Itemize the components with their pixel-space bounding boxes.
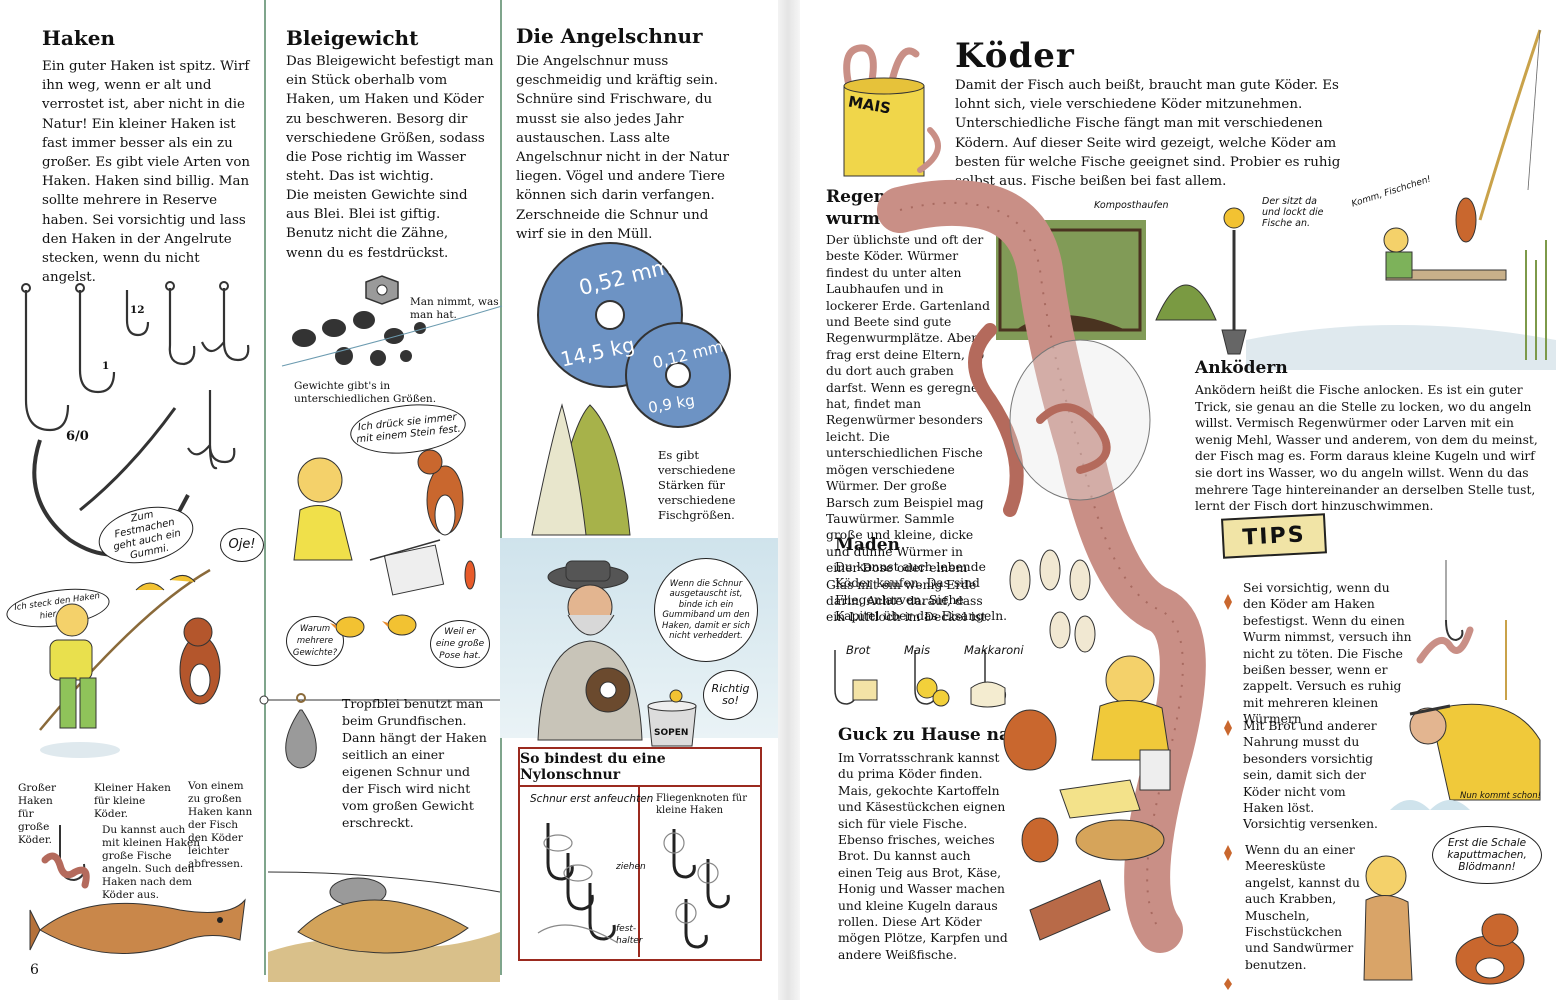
nun-label: Nun kommt schon! <box>1460 791 1542 801</box>
angelschnur-title: Die Angelschnur <box>516 24 703 48</box>
knot-box-divider <box>638 787 640 957</box>
bait-brot-label: Brot <box>846 643 871 657</box>
man-with-spool-illustration <box>537 560 643 741</box>
tip-1: Sei vorsichtig, wenn du den Köder am Hak… <box>1243 581 1412 727</box>
angelschnur-body: Die Angelschnur muss geschmeidig und krä… <box>516 54 730 242</box>
fisherman-leaning-illustration <box>1390 703 1541 810</box>
tip-2: Mit Brot und anderer Nahrung musst du be… <box>1243 719 1378 832</box>
hook-size-12: 12 <box>130 304 145 316</box>
guck-title: Guck zu Hause nach <box>838 725 1033 745</box>
tip-icons-column <box>1224 594 1232 990</box>
regenwurm-body: Der üblichste und oft der beste Köder. W… <box>826 233 990 625</box>
worm-can-illustration <box>843 44 941 177</box>
column-divider-2 <box>500 0 502 975</box>
pot-illustration <box>647 689 697 747</box>
pike-fish-illustration <box>29 898 246 954</box>
note-mutter: Man nimmt, was man hat. <box>410 296 499 321</box>
boy-with-weights-illustration <box>293 449 476 596</box>
note-staerken: Es gibt verschiedene Stärken für verschi… <box>658 448 736 522</box>
birds-illustration <box>330 614 417 638</box>
bleigewicht-title: Bleigewicht <box>286 26 419 50</box>
bubble-oje: Oje! <box>220 528 264 562</box>
knot-left-label: Schnur erst anfeuchten <box>530 793 654 805</box>
kitchen-scene-illustration <box>1003 655 1171 941</box>
bait-mais-label: Mais <box>904 643 931 657</box>
bubble-weil: Weil er eine große Pose hat. <box>430 620 490 668</box>
tips-sign: TIPS <box>1221 513 1327 559</box>
maggots-illustration <box>1009 549 1096 653</box>
guck-body: Im Vorratsschrank kannst du prima Köder … <box>838 751 1008 962</box>
maden-body: Du kannst auch lebende Köder kaufen. Das… <box>835 560 1008 624</box>
regenwurm-title: Regen-wurm <box>826 187 894 229</box>
column-divider-1 <box>264 0 266 975</box>
knot-title: So bindest du eine Nylonschnur <box>520 749 760 787</box>
bleigewicht-body-1: Das Bleigewicht befestigt man ein Stück … <box>286 54 494 185</box>
tip-3: Wenn du an einer Meeresküste angelst, ka… <box>1245 843 1360 972</box>
line-spools-illustration <box>531 242 731 536</box>
note-groessen: Gewichte gibt's in unterschiedlichen Grö… <box>294 380 437 405</box>
bubble-schale: Erst die Schale kaputtmachen, Blödmann! <box>1432 826 1542 884</box>
lead-weights-illustration <box>281 275 503 367</box>
worm-bait-hook-illustration <box>41 825 90 889</box>
hooks-illustration <box>21 281 250 557</box>
page-number: 6 <box>30 962 39 978</box>
kompost-label: Komposthaufen <box>1094 200 1169 211</box>
note-kannst: Du kannst auch mit kleinen Haken große F… <box>102 824 200 901</box>
fishing-rod-right-illustration <box>1478 29 1542 221</box>
flatfish-bottom-illustration <box>267 871 501 982</box>
maden-title: Maden <box>835 535 900 555</box>
knot-diagram-right <box>663 829 730 949</box>
hook-size-1: 1 <box>102 360 110 372</box>
boy-and-dog-seaside-illustration <box>1363 855 1525 985</box>
haken-title: Haken <box>42 26 115 50</box>
knot-ziehen-label: ziehen <box>616 862 646 872</box>
ankoedern-body: Anködern heißt die Fische anlocken. Es i… <box>1195 383 1538 514</box>
knot-diagram-left <box>537 823 619 944</box>
bubble-gummiband: Wenn die Schnur ausgetauscht ist, binde … <box>654 558 758 662</box>
boy-with-rod-illustration <box>39 568 221 758</box>
tropfblei-text: Tropfblei benutzt man beim Grundfischen.… <box>342 696 487 830</box>
note-gross: Großer Haken für große Köder. <box>18 782 56 846</box>
knot-fest-label: fest-halter <box>616 924 643 946</box>
book-gutter <box>778 0 800 1000</box>
bubble-richtig: Richtig so! <box>703 670 758 720</box>
knot-right-label: Fliegenknoten für kleine Haken <box>656 793 748 816</box>
sitzt-label: Der sitzt da und lockt die Fische an. <box>1262 196 1324 229</box>
worm-on-hook-illustration <box>1416 560 1507 700</box>
knot-instructions-box: So bindest du eine Nylonschnur Schnur er… <box>518 747 762 961</box>
koeder-intro: Damit der Fisch auch beißt, braucht man … <box>955 78 1341 190</box>
bleigewicht-body-2: Die meisten Gewichte sind aus Blei. Blei… <box>286 188 468 261</box>
ankoedern-title: Anködern <box>1195 358 1288 378</box>
bubble-warum: Warum mehrere Gewichte? <box>286 616 344 666</box>
bait-makkaroni-label: Makkaroni <box>964 643 1024 657</box>
drop-weight-illustration <box>259 693 502 769</box>
note-zugross: Von einem zu großen Haken kann der Fisch… <box>188 780 253 870</box>
pot-label: SOPEN <box>654 728 689 738</box>
bait-hooks-illustration <box>834 650 1007 708</box>
koeder-title: Köder <box>955 36 1075 76</box>
haken-body: Ein guter Haken ist spitz. Wirf ihn weg,… <box>42 59 251 286</box>
note-klein: Kleiner Haken für kleine Köder. <box>94 782 171 820</box>
hook-size-6-0: 6/0 <box>66 429 89 444</box>
